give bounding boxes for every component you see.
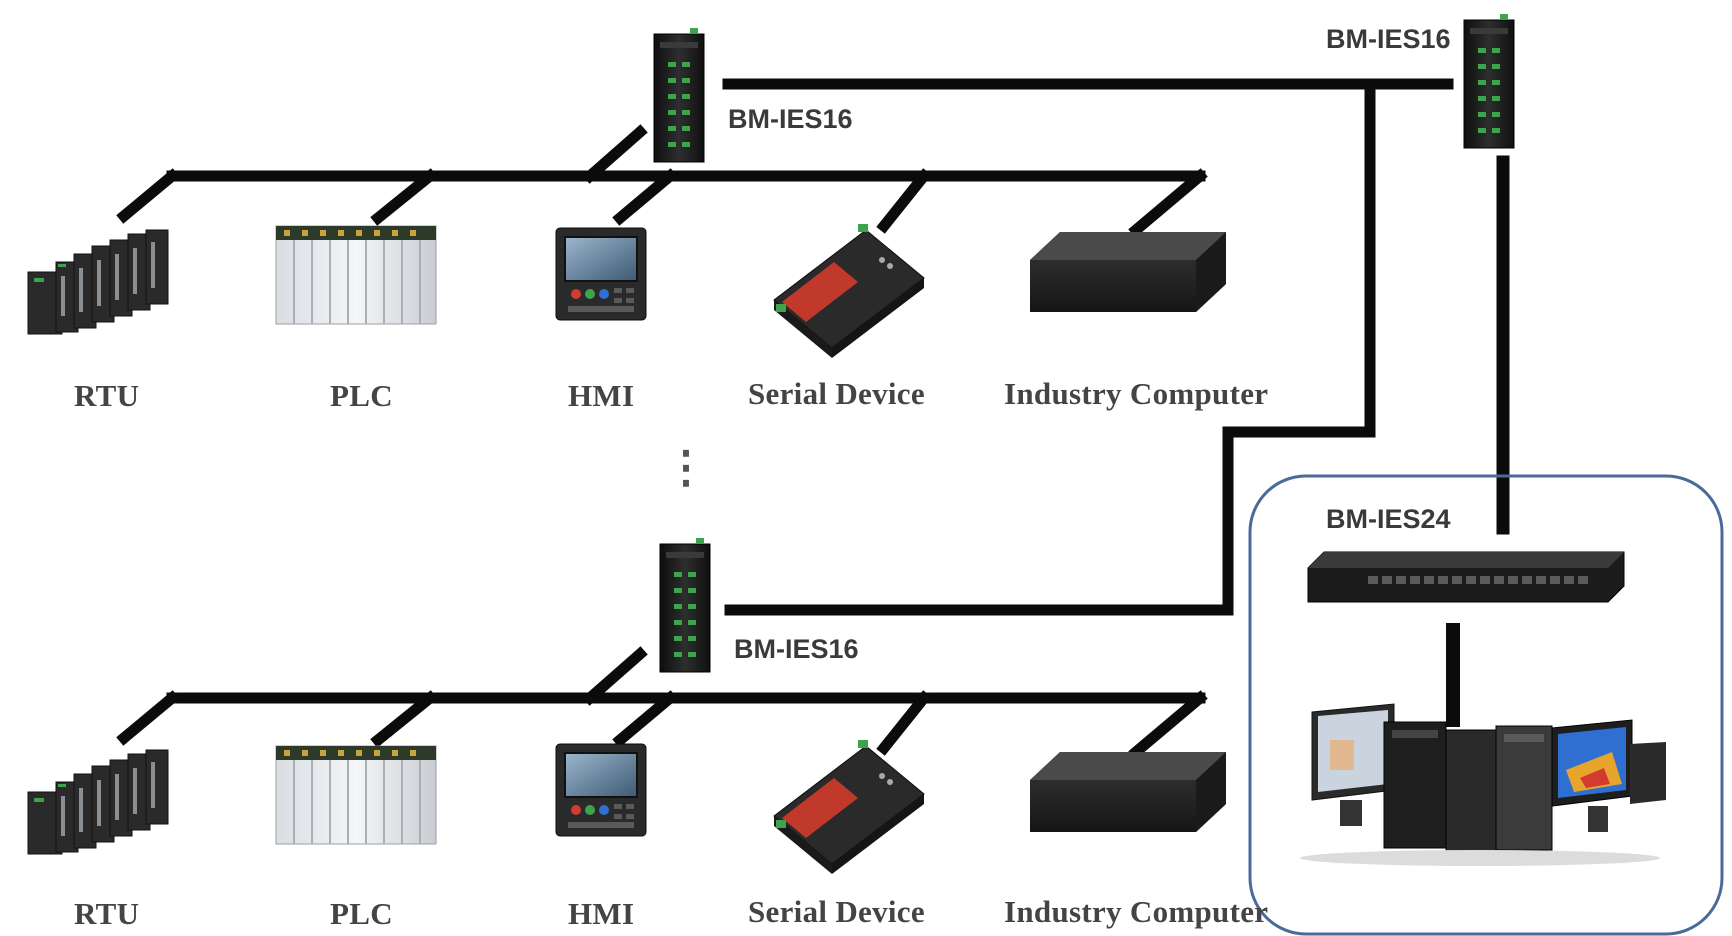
device-label-rtu: RTU: [74, 896, 140, 931]
switch-top-right-icon: [1463, 13, 1515, 149]
hmi-icon: [555, 743, 647, 837]
ellipsis-more-rows: ⋮: [664, 443, 709, 492]
switch-ies24-icon: [1307, 551, 1625, 603]
switch-top-right-label: BM-IES16: [1326, 24, 1451, 54]
hmi-icon: [555, 227, 647, 321]
rtu-icon: [27, 229, 169, 335]
serial-device-icon: [773, 223, 925, 359]
industry-computer-icon: [1030, 752, 1226, 832]
switch-bottom-icon: [659, 537, 711, 673]
switch-top-left-icon: [653, 27, 705, 163]
switch-top-left-label: BM-IES16: [728, 104, 853, 134]
serial-device-icon: [773, 739, 925, 875]
device-label-industry-computer: Industry Computer: [1004, 894, 1269, 929]
cables: [116, 78, 1510, 760]
plc-icon: [275, 745, 437, 845]
switch-bottom-label: BM-IES16: [734, 634, 859, 664]
device-label-plc: PLC: [330, 378, 393, 413]
rtu-icon: [27, 749, 169, 855]
device-label-hmi: HMI: [568, 896, 635, 931]
device-label-serial-device: Serial Device: [748, 894, 925, 929]
device-label-serial-device: Serial Device: [748, 376, 925, 411]
device-label-rtu: RTU: [74, 378, 140, 413]
industry-computer-icon: [1030, 232, 1226, 312]
workstations-icon: [1300, 703, 1666, 866]
plc-icon: [275, 225, 437, 325]
control-center-box: [1248, 474, 1724, 936]
device-label-hmi: HMI: [568, 378, 635, 413]
switch-ies24-label: BM-IES24: [1326, 504, 1451, 534]
device-label-industry-computer: Industry Computer: [1004, 376, 1269, 411]
device-label-plc: PLC: [330, 896, 393, 931]
